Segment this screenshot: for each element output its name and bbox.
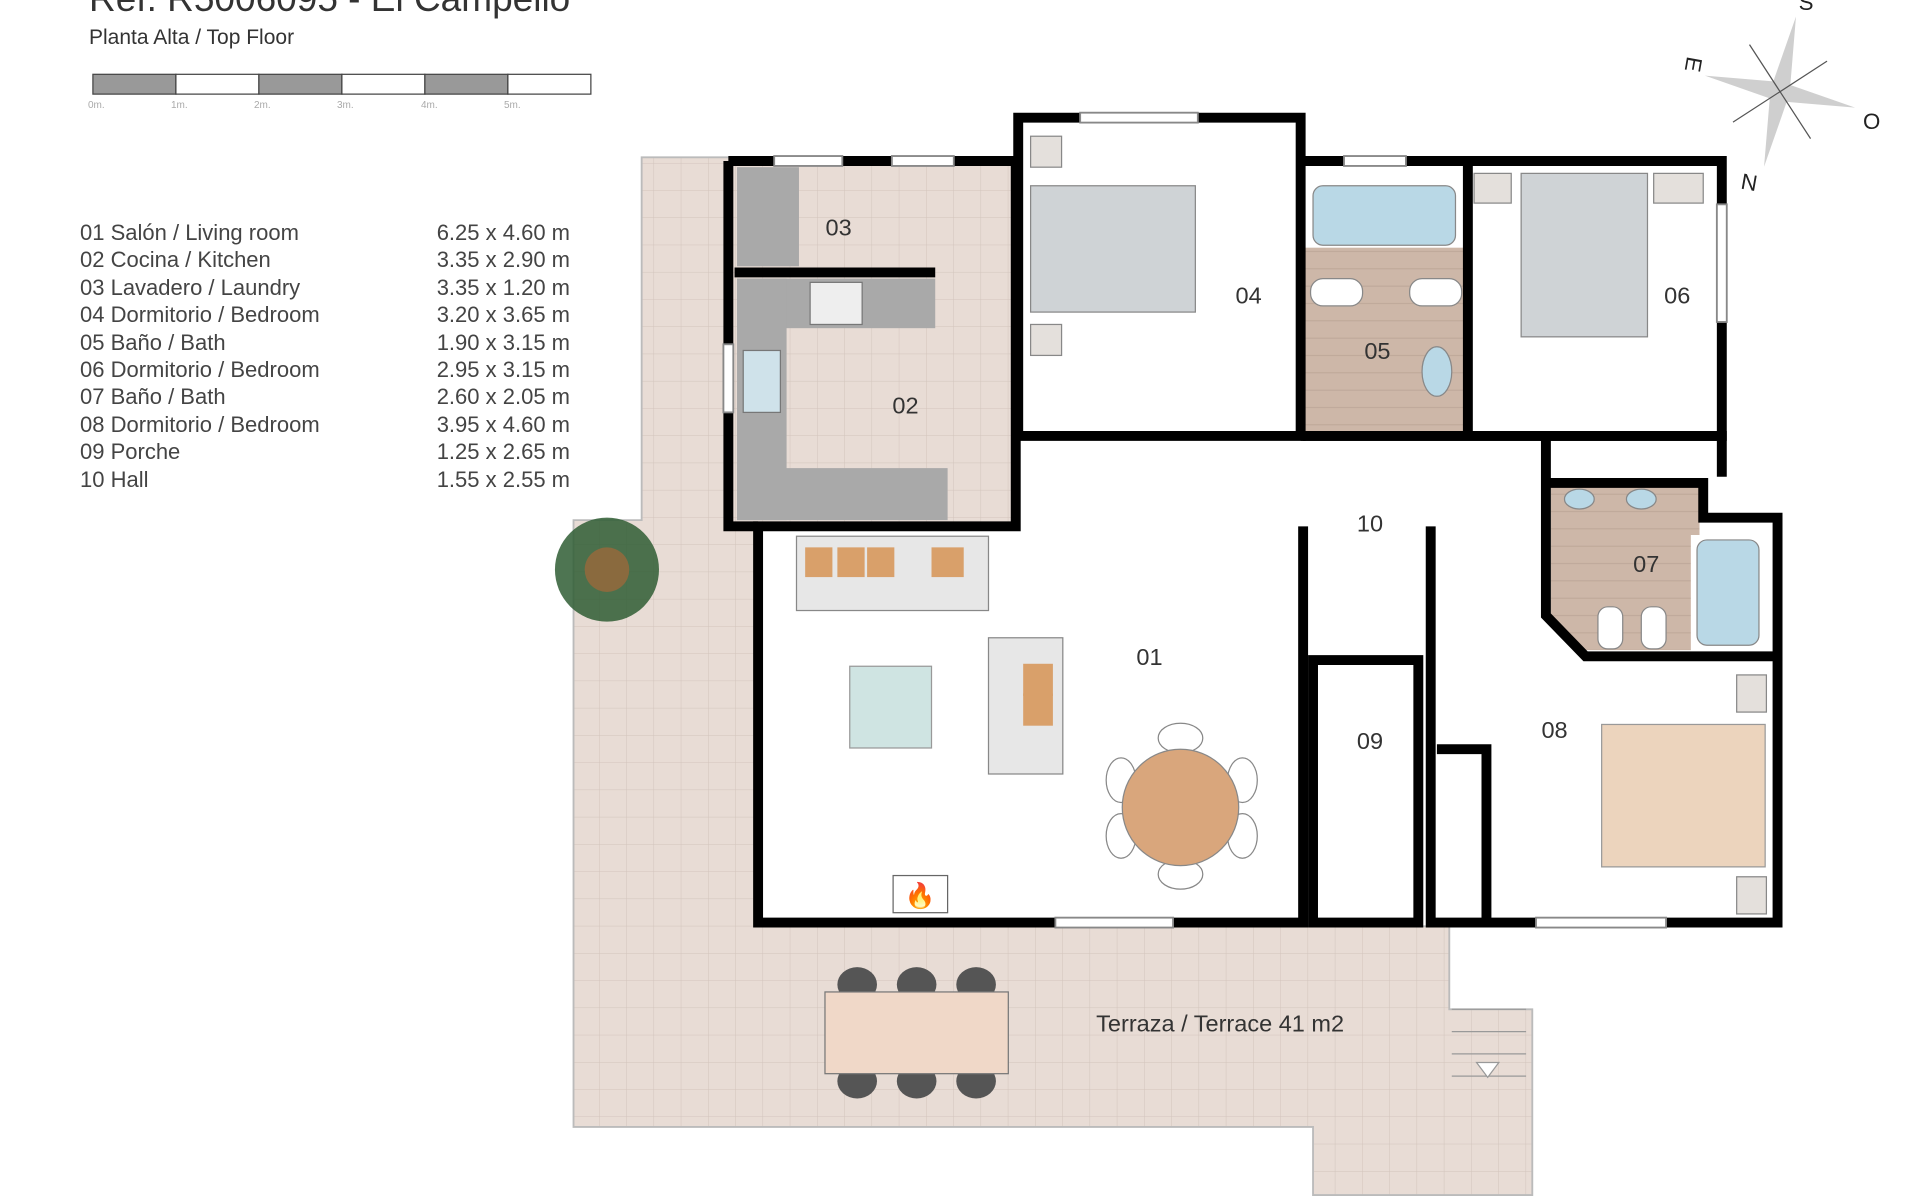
legend-row: 03 Lavadero / Laundry 3.35 x 1.20 m xyxy=(80,274,570,301)
room-label-07: 07 xyxy=(1633,551,1659,577)
armchair xyxy=(987,637,1064,775)
scale-label: 4m. xyxy=(421,100,438,111)
scale-label: 5m. xyxy=(504,100,521,111)
legend-row: 09 Porche 1.25 x 2.65 m xyxy=(80,438,570,465)
coffee-table xyxy=(849,665,933,749)
scale-label: 3m. xyxy=(337,100,354,111)
room-label-09: 09 xyxy=(1357,728,1383,754)
bathtub-07 xyxy=(1696,539,1760,646)
stairs xyxy=(1451,1008,1527,1079)
compass-north: N xyxy=(1739,168,1759,195)
cooktop xyxy=(809,281,863,326)
walls xyxy=(723,112,1783,928)
room-label-01: 01 xyxy=(1136,644,1162,670)
room-label-08: 08 xyxy=(1541,717,1567,743)
legend-row: 08 Dormitorio / Bedroom 3.95 x 4.60 m xyxy=(80,411,570,438)
bidet xyxy=(1409,278,1463,307)
room-name: 06 Dormitorio / Bedroom xyxy=(80,356,320,382)
bed-08 xyxy=(1601,674,1768,915)
room-label-05: 05 xyxy=(1364,338,1390,364)
sofa xyxy=(795,535,990,612)
washbasin xyxy=(1421,346,1453,397)
terrace-label: Terraza / Terrace 41 m2 xyxy=(1096,1011,1344,1037)
room-label-06: 06 xyxy=(1664,282,1690,308)
legend-row: 05 Baño / Bath 1.90 x 3.15 m xyxy=(80,329,570,356)
terrace-dining-table xyxy=(824,967,1009,1099)
room-label-04: 04 xyxy=(1236,282,1262,308)
bed-06 xyxy=(1473,172,1704,338)
toilet xyxy=(1597,606,1624,650)
room-label-03: 03 xyxy=(826,214,852,240)
room-name: 04 Dormitorio / Bedroom xyxy=(80,302,320,328)
legend-row: 02 Cocina / Kitchen 3.35 x 2.90 m xyxy=(80,246,570,273)
windows xyxy=(722,111,1728,929)
room-size: 2.60 x 2.05 m xyxy=(436,384,570,410)
room-size: 1.55 x 2.55 m xyxy=(436,466,570,492)
room-name: 08 Dormitorio / Bedroom xyxy=(80,411,320,437)
page-title: Ref. R5006095 - El Campello xyxy=(89,0,570,20)
scale-bar xyxy=(92,73,592,95)
room-name: 02 Cocina / Kitchen xyxy=(80,247,271,273)
room-name: 01 Salón / Living room xyxy=(80,220,299,245)
room-name: 03 Lavadero / Laundry xyxy=(80,274,301,300)
room-name: 10 Hall xyxy=(80,466,149,492)
palm-plant-icon xyxy=(554,517,659,622)
room-label-02: 02 xyxy=(892,393,918,419)
room-name: 05 Baño / Bath xyxy=(80,329,226,355)
room-name: 09 Porche xyxy=(80,439,181,465)
washbasin xyxy=(1625,488,1657,510)
legend-row: 07 Baño / Bath 2.60 x 2.05 m xyxy=(80,383,570,410)
compass-east: E xyxy=(1680,55,1707,74)
dining-table xyxy=(1105,722,1258,890)
fireplace-icon xyxy=(892,874,949,914)
compass-west: O xyxy=(1863,109,1880,134)
room-size: 3.20 x 3.65 m xyxy=(436,302,570,328)
legend-row: 01 Salón / Living room 6.25 x 4.60 m xyxy=(80,219,570,246)
room-name: 07 Baño / Bath xyxy=(80,384,226,410)
room-size: 1.25 x 2.65 m xyxy=(436,439,570,465)
legend-row: 06 Dormitorio / Bedroom 2.95 x 3.15 m xyxy=(80,356,570,383)
bath-07-floor xyxy=(1550,485,1700,651)
bidet xyxy=(1640,606,1667,650)
room-legend: 01 Salón / Living room 6.25 x 4.60 m 02 C… xyxy=(80,219,570,493)
room-size: 3.95 x 4.60 m xyxy=(436,411,570,437)
bed-04 xyxy=(1029,135,1196,357)
fire-icon: 🔥 xyxy=(905,881,936,910)
room-size: 2.95 x 3.15 m xyxy=(436,356,570,382)
toilet xyxy=(1309,278,1364,307)
room-size: 3.35 x 2.90 m xyxy=(436,247,570,273)
room-size: 1.90 x 3.15 m xyxy=(436,329,570,355)
kitchen-sink xyxy=(742,349,782,414)
washbasin xyxy=(1563,488,1595,510)
legend-row: 04 Dormitorio / Bedroom 3.20 x 3.65 m xyxy=(80,301,570,328)
room-size: 6.25 x 4.60 m xyxy=(436,220,570,245)
compass-south: S xyxy=(1799,0,1814,15)
room-label-10: 10 xyxy=(1357,510,1383,536)
legend-row: 10 Hall 1.55 x 2.55 m xyxy=(80,466,570,493)
scale-label: 2m. xyxy=(254,100,271,111)
scale-label: 0m. xyxy=(88,100,105,111)
room-size: 3.35 x 1.20 m xyxy=(436,274,570,300)
compass-rose xyxy=(1704,16,1856,167)
page-subtitle: Planta Alta / Top Floor xyxy=(89,26,295,49)
scale-label: 1m. xyxy=(171,100,188,111)
bathtub-05 xyxy=(1312,185,1457,246)
